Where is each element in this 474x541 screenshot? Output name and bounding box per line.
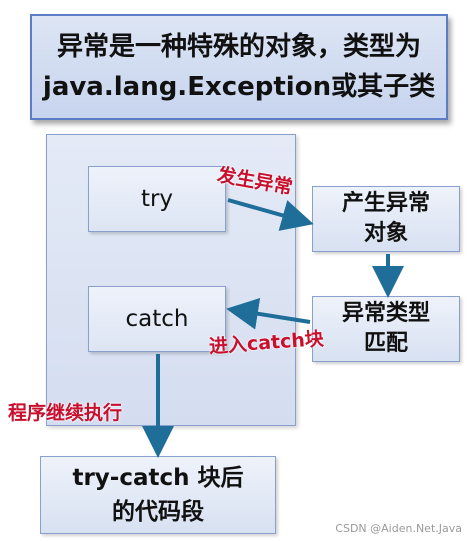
title-line-1: 异常是一种特殊的对象，类型为 (56, 32, 421, 62)
watermark: CSDN @Aiden.Net.Java (335, 522, 462, 535)
exception-type-match-line-1: 异常类型 (341, 301, 430, 326)
try-block: try (88, 166, 226, 232)
catch-label: catch (125, 306, 189, 332)
arrow-try-to-exception (227, 198, 314, 231)
arrow-match-to-catch (226, 297, 311, 330)
after-try-catch-line-1: try-catch 块后 (72, 465, 244, 491)
exception-object-line-2: 对象 (363, 221, 408, 246)
label-program-continues: 程序继续执行 (8, 402, 123, 424)
exception-type-match-line-2: 匹配 (363, 331, 408, 356)
catch-block: catch (88, 286, 226, 352)
exception-object-box: 产生异常 对象 (312, 186, 460, 252)
exception-object-line-1: 产生异常 (341, 191, 430, 216)
try-label: try (140, 186, 174, 212)
after-try-catch-box: try-catch 块后 的代码段 (40, 456, 276, 534)
exception-type-match-box: 异常类型 匹配 (312, 296, 460, 362)
title-box: 异常是一种特殊的对象，类型为 java.lang.Exception或其子类 (30, 14, 448, 120)
after-try-catch-line-2: 的代码段 (111, 499, 204, 525)
title-line-2: java.lang.Exception或其子类 (42, 72, 436, 102)
